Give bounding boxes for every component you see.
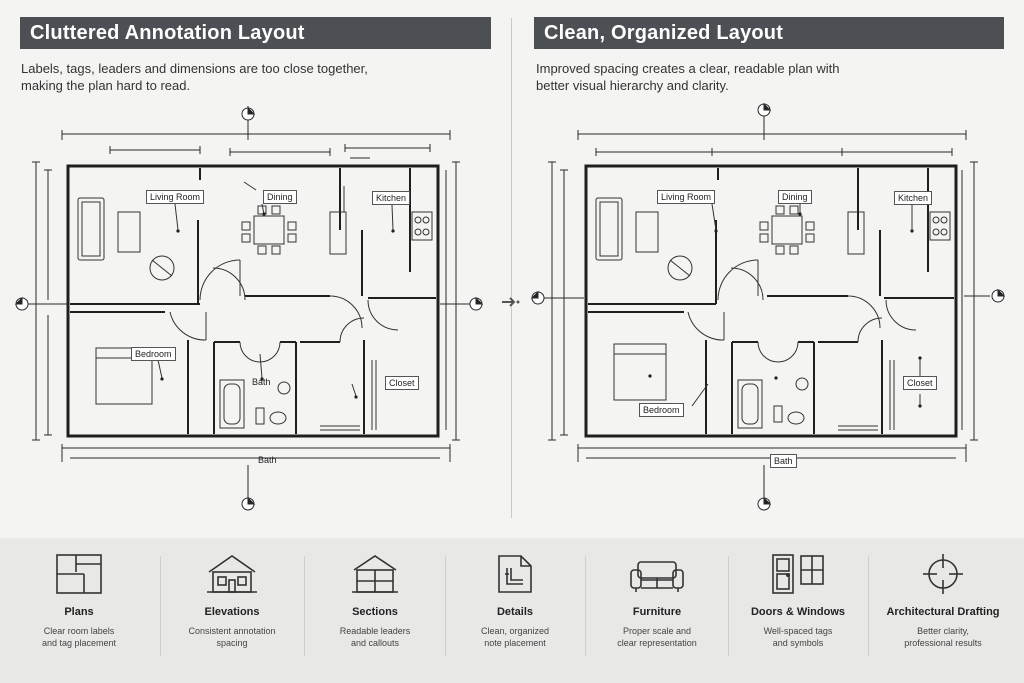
tag-closet: Closet — [385, 376, 419, 390]
tag-bath-outer: Bath — [258, 455, 277, 465]
detail-drawing-icon — [498, 555, 532, 593]
crosshair-icon — [923, 554, 963, 594]
tag-kitchen: Kitchen — [372, 191, 411, 205]
feature-separator — [868, 556, 869, 656]
house-section-icon — [352, 555, 398, 593]
tag-living-room: Living Room — [657, 190, 716, 204]
cluttered-layout-panel: Cluttered Annotation Layout Labels, tags… — [0, 0, 512, 535]
feature-separator — [728, 556, 729, 656]
organized-floor-plan — [530, 102, 1006, 511]
sofa-icon — [630, 561, 684, 592]
tag-bath: Bath — [770, 454, 797, 468]
panel-title: Clean, Organized Layout — [534, 17, 1004, 49]
tag-bedroom: Bedroom — [639, 403, 684, 417]
panel-description: Improved spacing creates a clear, readab… — [536, 61, 840, 93]
feature-separator — [585, 556, 586, 656]
panel-title: Cluttered Annotation Layout — [20, 17, 491, 49]
floor-plan-icon — [56, 554, 102, 594]
feature-separator — [304, 556, 305, 656]
tag-dining: Dining — [263, 190, 297, 204]
tag-kitchen: Kitchen — [894, 191, 933, 205]
feature-architectural-drafting: Architectural Drafting Better clarity,pr… — [870, 538, 1016, 683]
feature-separator — [160, 556, 161, 656]
organized-layout-panel: Clean, Organized Layout Improved spacing… — [512, 0, 1024, 535]
tag-dining: Dining — [778, 190, 812, 204]
tag-living-room: Living Room — [146, 190, 205, 204]
house-elevation-icon — [207, 555, 257, 593]
door-window-icon — [772, 554, 824, 594]
tag-bath-inner: Bath — [252, 377, 271, 387]
tag-bedroom: Bedroom — [131, 347, 176, 361]
feature-separator — [445, 556, 446, 656]
transition-arrow-icon — [502, 297, 520, 307]
panel-divider — [511, 18, 512, 518]
cluttered-floor-plan — [14, 106, 484, 511]
panel-description: Labels, tags, leaders and dimensions are… — [21, 61, 368, 93]
tag-closet: Closet — [903, 376, 937, 390]
